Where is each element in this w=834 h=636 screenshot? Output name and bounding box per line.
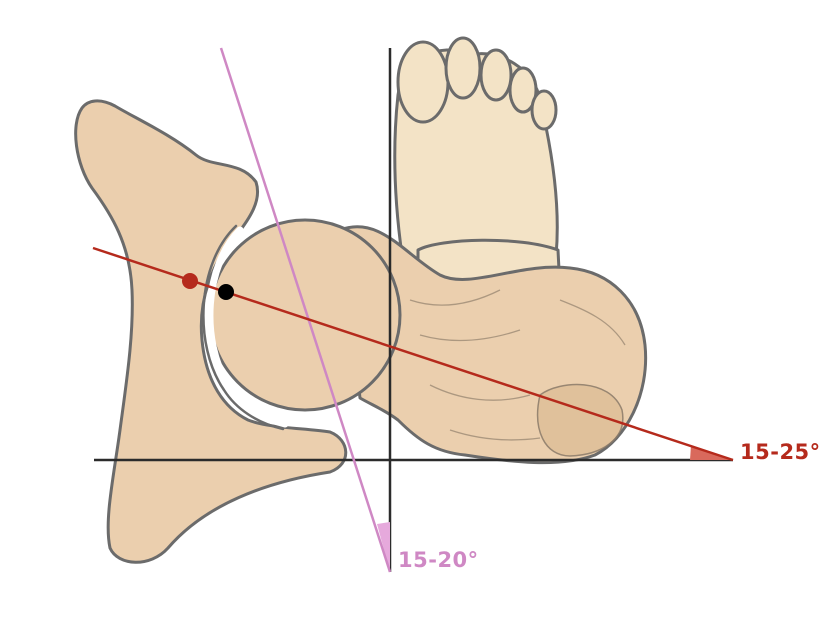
femur-texture <box>409 289 626 441</box>
pink-axis-line <box>219 47 392 573</box>
red-axis-line <box>92 246 734 462</box>
pelvis-bone <box>74 99 348 564</box>
joint-space-outline <box>202 224 285 431</box>
third-toe <box>479 48 513 102</box>
big-toe <box>396 40 450 124</box>
joint-space <box>206 226 289 428</box>
femoral-head-center-dot <box>218 284 234 300</box>
anteversion-angle-label: 15-25° <box>740 440 821 464</box>
fourth-toe <box>508 66 538 114</box>
torsion-angle-label: 15-20° <box>398 548 479 572</box>
femoral-head <box>208 218 402 412</box>
little-toe <box>530 89 558 131</box>
center-of-rotation-dot <box>182 273 198 289</box>
second-toe <box>444 36 482 100</box>
